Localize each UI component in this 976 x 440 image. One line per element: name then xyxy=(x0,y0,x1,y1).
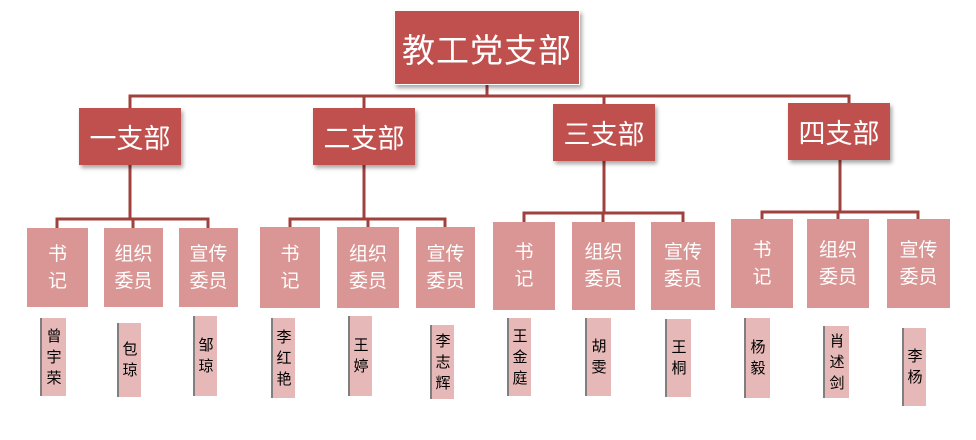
role-label-line: 记 xyxy=(514,268,534,290)
person-name-char: 李 xyxy=(276,327,292,346)
person-card: 李 志 辉 xyxy=(430,325,454,399)
role-label-line: 书 xyxy=(514,241,534,263)
role-organization-member: 组织委员 xyxy=(104,228,163,307)
person-card: 李 杨 xyxy=(902,328,926,406)
person-name-char: 李 xyxy=(435,331,451,350)
role-label-line: 组织 xyxy=(114,242,153,265)
person-name-char: 毅 xyxy=(750,359,766,377)
role-label-line: 记 xyxy=(47,269,67,292)
role-organization-member: 组织委员 xyxy=(337,227,399,308)
person-name-char: 艳 xyxy=(276,369,292,388)
role-label-line: 书 xyxy=(47,242,67,265)
person-name-char: 胡 xyxy=(591,337,607,355)
person-name-char: 荣 xyxy=(46,368,62,387)
person-name-char: 琼 xyxy=(198,357,214,375)
role-label-line: 宣传 xyxy=(189,242,228,265)
role-label-line: 宣传 xyxy=(426,242,465,265)
person-name-char: 婷 xyxy=(353,357,369,375)
role-propaganda-member: 宣传委员 xyxy=(887,219,950,308)
person-name-char: 志 xyxy=(435,352,451,371)
role-label-line: 组织 xyxy=(348,242,387,265)
role-label-line: 委员 xyxy=(663,268,702,290)
person-name-char: 曾 xyxy=(46,326,62,345)
person-card: 王 婷 xyxy=(348,316,372,396)
role-label-line: 委员 xyxy=(818,265,857,288)
person-card: 李 红 艳 xyxy=(271,318,295,398)
person-name-char: 肖 xyxy=(829,331,845,350)
role-label-line: 委员 xyxy=(584,268,623,290)
person-name-char: 王 xyxy=(512,326,528,345)
role-label-line: 宣传 xyxy=(899,238,938,261)
role-secretary: 书记 xyxy=(27,228,88,307)
person-name-char: 雯 xyxy=(591,358,607,376)
role-label-line: 委员 xyxy=(114,269,153,292)
role-label-line: 委员 xyxy=(426,269,465,292)
person-card: 包 琼 xyxy=(117,323,141,397)
role-propaganda-member: 宣传委员 xyxy=(179,228,238,307)
person-name-char: 红 xyxy=(276,348,292,367)
person-name-char: 琼 xyxy=(122,361,138,379)
role-secretary: 书记 xyxy=(493,222,555,310)
role-label-line: 委员 xyxy=(899,265,938,288)
person-card: 肖 述 剑 xyxy=(823,326,849,398)
branch-node-4: 四支部 xyxy=(788,103,890,160)
person-name-char: 王 xyxy=(353,336,369,354)
person-name-char: 述 xyxy=(829,352,845,371)
role-label-line: 记 xyxy=(280,269,300,292)
role-organization-member: 组织委员 xyxy=(572,222,635,310)
person-card: 杨 毅 xyxy=(744,318,770,398)
person-card: 王 桐 xyxy=(665,319,691,397)
person-name-char: 金 xyxy=(512,347,528,366)
role-secretary: 书记 xyxy=(260,227,320,308)
role-label-line: 委员 xyxy=(189,269,228,292)
person-name-char: 王 xyxy=(671,338,687,356)
branch-node-2: 二支部 xyxy=(313,108,415,165)
person-card: 胡 雯 xyxy=(585,318,611,396)
branch-node-3: 三支部 xyxy=(553,104,655,161)
person-name-char: 邹 xyxy=(198,336,214,354)
branch-node-1: 一支部 xyxy=(79,108,181,165)
person-name-char: 杨 xyxy=(750,338,766,356)
person-name-char: 包 xyxy=(122,340,138,358)
person-name-char: 辉 xyxy=(435,373,451,392)
root-node: 教工党支部 xyxy=(394,10,580,85)
role-propaganda-member: 宣传委员 xyxy=(651,222,715,310)
role-label-line: 记 xyxy=(752,265,772,288)
role-secretary: 书记 xyxy=(731,219,793,308)
role-label-line: 组织 xyxy=(818,238,857,261)
person-card: 曾 宇 荣 xyxy=(40,318,66,396)
person-name-char: 李 xyxy=(907,347,923,365)
role-label-line: 宣传 xyxy=(663,241,702,263)
role-label-line: 组织 xyxy=(584,241,623,263)
person-card: 王 金 庭 xyxy=(507,318,531,396)
role-label-line: 书 xyxy=(280,242,300,265)
role-propaganda-member: 宣传委员 xyxy=(416,227,475,308)
role-label-line: 书 xyxy=(752,238,772,261)
person-name-char: 杨 xyxy=(907,368,923,386)
role-organization-member: 组织委员 xyxy=(807,219,869,308)
role-label-line: 委员 xyxy=(348,269,387,292)
person-card: 邹 琼 xyxy=(193,316,217,396)
person-name-char: 庭 xyxy=(512,368,528,387)
person-name-char: 宇 xyxy=(46,347,62,366)
person-name-char: 桐 xyxy=(671,359,687,377)
person-name-char: 剑 xyxy=(829,373,845,392)
